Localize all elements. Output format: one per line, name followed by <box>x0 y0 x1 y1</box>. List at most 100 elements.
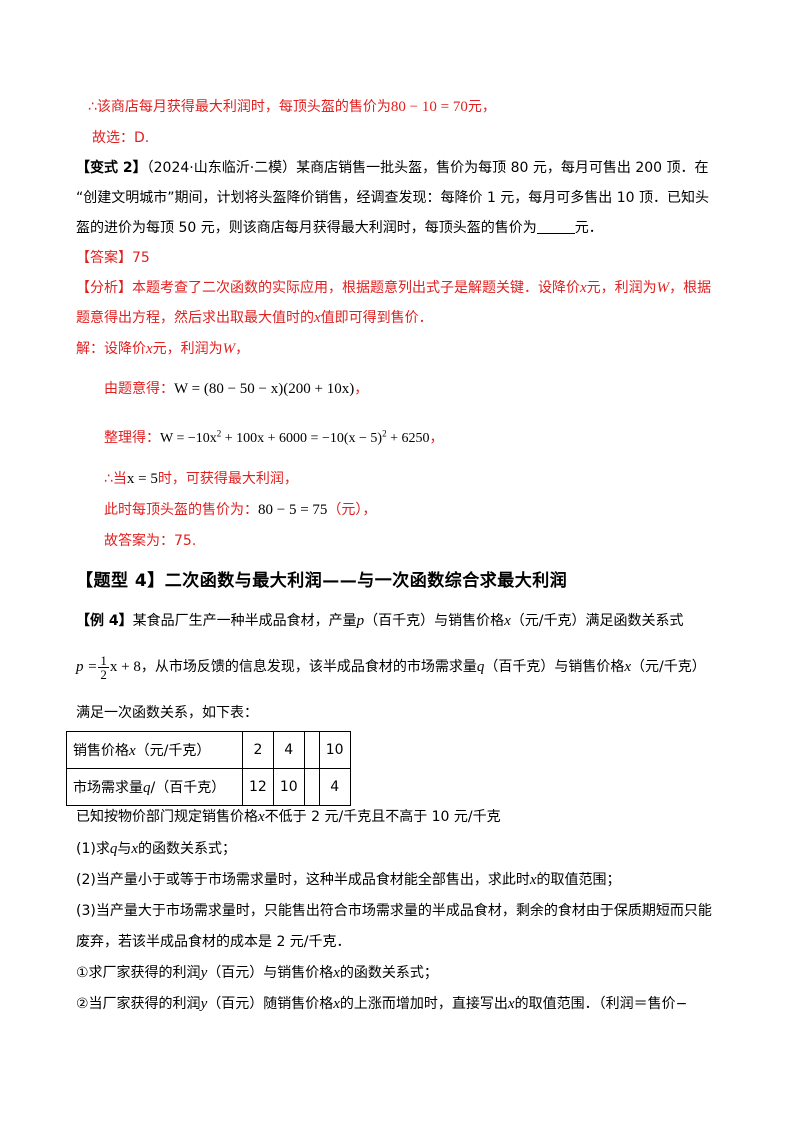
step3-line: ∴当x = 5时，可获得最大利润， <box>104 468 298 490</box>
type4-heading: 【题型 4】二次函数与最大利润——与一次函数综合求最大利润 <box>76 571 568 591</box>
constraint-line: 已知按物价部门规定销售价格x不低于 2 元/千克且不高于 10 元/千克 <box>76 806 501 828</box>
example-text: 不低于 2 元/千克且不高于 10 元/千克 <box>264 809 501 825</box>
variant2-text3-suffix: 元． <box>574 220 603 236</box>
price-demand-table: 销售价格x（元/千克） 2 4 10 市场需求量q/（百千克） 12 10 4 <box>66 731 351 806</box>
example-text: （百千克）与销售价格 <box>484 659 625 675</box>
header-text: 市场需求量 <box>73 780 143 796</box>
step-text: 时，可获得最大利润， <box>157 471 298 487</box>
example4-line3: 满足一次函数关系，如下表： <box>76 705 258 721</box>
header-text: 销售价格 <box>73 743 129 759</box>
question-3-line1: (3)当产量大于市场需求量时，只能售出符合市场需求量的半成品食材，剩余的食材由于… <box>76 903 712 919</box>
question-text: （百元）与销售价格 <box>207 965 334 981</box>
step2-math: + 6250 <box>386 431 430 446</box>
eq-rhs: x + 8 <box>109 659 141 675</box>
question-text: 的函数关系式； <box>339 965 438 981</box>
question-text: （百元）随销售价格 <box>207 996 334 1012</box>
step1-math: W = (80 − 50 − x)(200 + 10x) <box>174 381 355 397</box>
example4-label: 【例 4】 <box>76 613 133 629</box>
var-x: x <box>258 809 265 825</box>
step5-line: 故答案为：75. <box>104 533 197 549</box>
table-cell: 4 <box>272 731 305 769</box>
step-end: ， <box>354 381 369 397</box>
example-text: （百千克）与销售价格 <box>364 613 505 629</box>
table-cell: 12 <box>242 768 274 806</box>
example-text: 已知按物价部门规定销售价格 <box>76 809 258 825</box>
eq-lhs: p = <box>76 659 98 675</box>
step1-line: 由题意得：W = (80 − 50 − x)(200 + 10x)， <box>104 378 368 400</box>
analysis-text: ，根据 <box>669 280 712 296</box>
var-x: x <box>314 310 321 326</box>
step-text: ∴当 <box>104 471 127 487</box>
question-3b: ②当厂家获得的利润y（百元）随销售价格x的上涨而增加时，直接写出x的取值范围．（… <box>76 993 687 1015</box>
var-x: x <box>504 613 511 629</box>
answer-choice: 故选：D. <box>92 130 150 146</box>
var-x: x <box>624 659 632 675</box>
var-w: W <box>656 280 670 296</box>
example-text: （元/千克）满足函数关系式 <box>510 613 684 629</box>
fraction-numerator: 1 <box>98 653 109 669</box>
table-cell <box>303 768 320 806</box>
var-w: W <box>222 341 236 357</box>
table-cell <box>303 731 320 769</box>
table-header-price: 销售价格x（元/千克） <box>66 731 243 769</box>
step2-math: + 100x + 6000 = −10(x − 5) <box>221 431 383 446</box>
analysis-label: 【分析】 <box>76 280 132 296</box>
question-text: 与 <box>117 841 132 857</box>
fraction-denominator: 2 <box>100 667 107 683</box>
example-text: （元/千克） <box>631 659 706 675</box>
step4-line: 此时每顶头盔的售价为：80 − 5 = 75（元）， <box>104 499 376 521</box>
var-x: x <box>333 965 340 981</box>
var-q: q <box>476 659 485 675</box>
solution-line: 解：设降价x元，利润为W， <box>76 338 249 360</box>
solution-text: 元，利润为 <box>152 341 223 357</box>
example4-line1: 【例 4】某食品厂生产一种半成品食材，产量p（百千克）与销售价格x（元/千克）满… <box>76 610 684 632</box>
conclusion-math: 80 − 10 = 70 <box>390 99 468 115</box>
question-text: ①求厂家获得的利润 <box>76 965 201 981</box>
analysis-text: 值即可得到售价． <box>320 310 433 326</box>
question-text: ②当厂家获得的利润 <box>76 996 201 1012</box>
step2-line: 整理得：W = −10x2 + 100x + 6000 = −10(x − 5)… <box>104 427 443 450</box>
step4-math: 80 − 5 = 75 <box>258 502 328 518</box>
table-row: 市场需求量q/（百千克） 12 10 4 <box>66 768 351 806</box>
step3-math: x = 5 <box>126 471 158 487</box>
table-cell: 4 <box>318 768 351 806</box>
question-text: 的取值范围．（利润＝售价− <box>514 996 688 1012</box>
step-text: （元）， <box>327 502 377 518</box>
variant2-line2: “创建文明城市”期间，计划将头盔降价销售，经调查发现：每降价 1 元，每月可多售… <box>76 190 710 206</box>
table-row: 销售价格x（元/千克） 2 4 10 <box>66 731 351 769</box>
question-text: (1)求 <box>76 841 110 857</box>
var-q: q <box>143 780 151 796</box>
step2-math: W = −10x <box>160 431 217 446</box>
question-text: 的上涨而增加时，直接写出 <box>339 996 508 1012</box>
analysis-text: 本题考查了二次函数的实际应用，根据题意列出式子是解题关键．设降价 <box>132 280 580 296</box>
answer-value: 75 <box>132 250 150 266</box>
question-1: (1)求q与x的函数关系式； <box>76 838 236 860</box>
var-x: x <box>129 743 136 759</box>
header-text: （元/千克） <box>135 743 211 759</box>
variant2-text1: （2024·山东临沂·二模）某商店销售一批头盔，售价为每顶 80 元，每月可售出… <box>146 160 709 176</box>
variant2-line1: 【变式 2】（2024·山东临沂·二模）某商店销售一批头盔，售价为每顶 80 元… <box>76 157 709 179</box>
table-header-demand: 市场需求量q/（百千克） <box>66 768 243 806</box>
answer-blank <box>536 219 575 234</box>
question-text: 的函数关系式； <box>138 841 237 857</box>
var-p: p <box>356 613 365 629</box>
exponent: 2 <box>382 428 387 439</box>
var-y: y <box>200 996 208 1012</box>
header-text: /（百千克） <box>150 780 226 796</box>
variant2-line3: 盔的进价为每顶 50 元，则该商店每月获得最大利润时，每顶头盔的售价为元． <box>76 217 603 239</box>
conclusion-suffix: 元， <box>467 99 496 115</box>
step-label: 整理得： <box>104 430 160 446</box>
step-label: 由题意得： <box>104 381 174 397</box>
var-x: x <box>507 996 515 1012</box>
step-text: 此时每顶头盔的售价为： <box>104 502 258 518</box>
step-end: ， <box>429 430 444 446</box>
table-cell: 10 <box>318 731 351 769</box>
question-3-line2: 废弃，若该半成品食材的成本是 2 元/千克． <box>76 934 351 950</box>
analysis-line2: 题意得出方程，然后求出取最大值时的x值即可得到售价． <box>76 307 433 329</box>
analysis-line1: 【分析】本题考查了二次函数的实际应用，根据题意列出式子是解题关键．设降价x元，利… <box>76 277 711 299</box>
exponent: 2 <box>216 428 222 439</box>
var-y: y <box>200 965 208 981</box>
